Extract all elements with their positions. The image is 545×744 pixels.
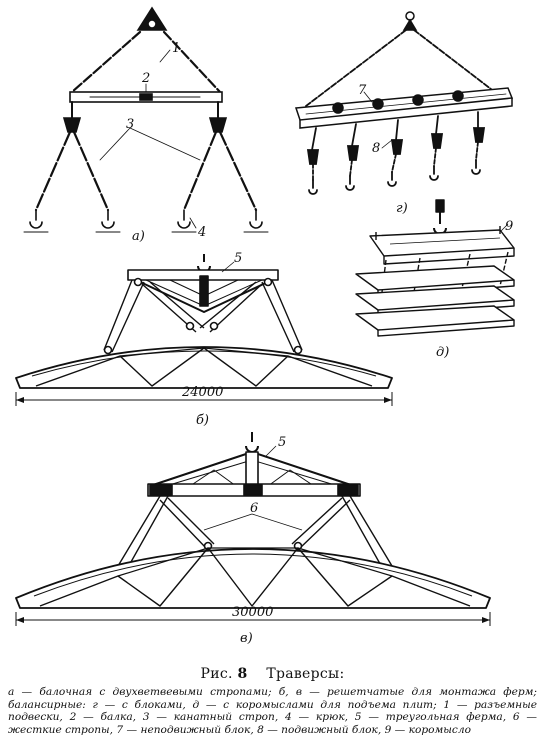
panel-a-beam-traverse: [23, 6, 269, 233]
panel-label-g: г): [396, 201, 408, 216]
hook-icon: [23, 209, 49, 233]
hook-icon: [243, 209, 269, 233]
panel-b-lattice-traverse: [15, 254, 393, 406]
caption-number: 8: [237, 666, 248, 682]
callout-2: 2: [141, 71, 150, 86]
hook-icon: [171, 209, 197, 233]
panel-label-b: б): [196, 413, 209, 428]
caption-title: Траверсы:: [266, 666, 345, 682]
callout-5-b: 5: [234, 251, 242, 266]
callout-6: 6: [250, 501, 258, 516]
callout-1: 1: [172, 41, 180, 56]
caption-title-line: Рис. 8 Траверсы:: [0, 666, 545, 682]
callout-7: 7: [358, 83, 367, 98]
panel-label-d: д): [436, 345, 449, 360]
dimension-30000: 30000: [232, 605, 273, 620]
caption-body: а — балочная с двухветвевыми стропами; б…: [8, 686, 537, 736]
callout-4: 4: [197, 225, 206, 240]
callout-9: 9: [505, 219, 513, 234]
hook-icon: [95, 209, 121, 233]
dimension-24000: 24000: [181, 385, 223, 400]
panel-v-lattice-traverse: [15, 432, 491, 626]
caption-prefix: Рис.: [200, 666, 233, 682]
panel-label-v: в): [240, 631, 253, 646]
figure-drawing: 1 2 3 4 а): [15, 6, 515, 646]
panel-g-block-traverse: [294, 11, 514, 195]
figure-caption: Рис. 8 Траверсы: а — балочная с двухветв…: [0, 660, 545, 744]
callout-3: 3: [126, 117, 134, 132]
panel-d-rocker-traverse: [355, 199, 515, 337]
callout-8: 8: [372, 141, 380, 156]
panel-label-a: а): [132, 229, 145, 244]
callout-5-v: 5: [278, 435, 286, 450]
